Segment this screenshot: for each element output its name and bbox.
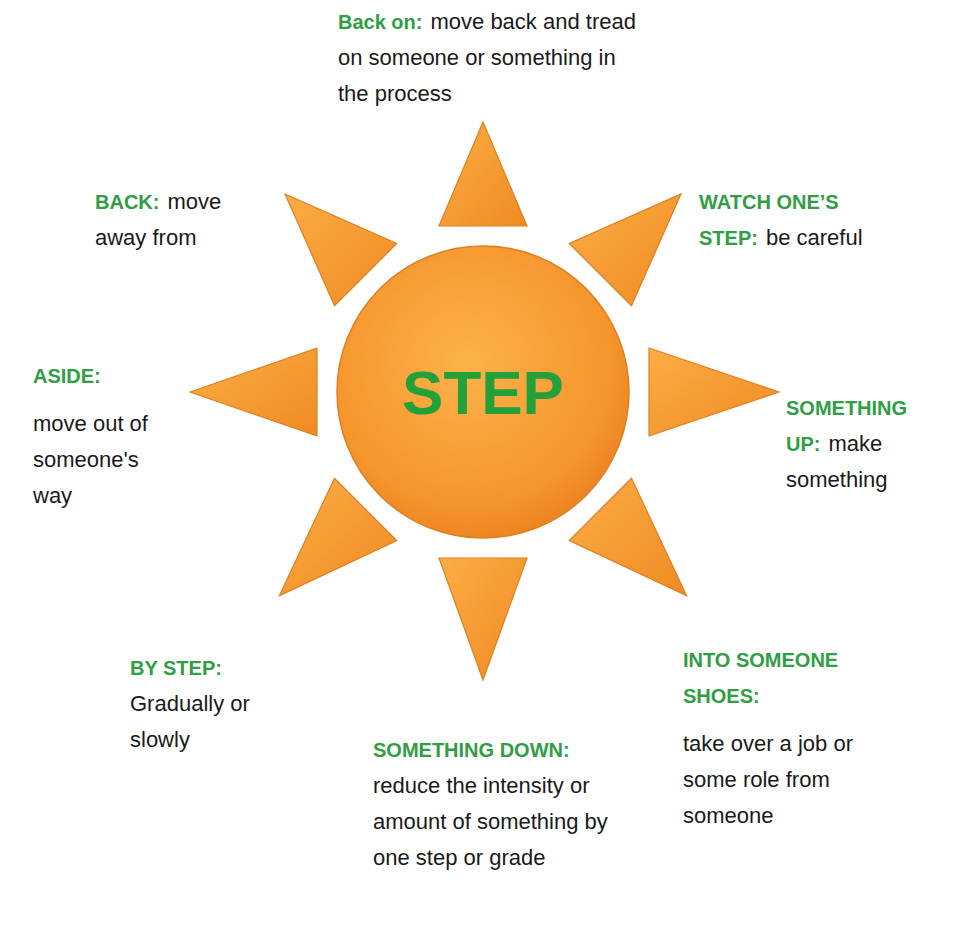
phrase-meaning: move out of someone's way (33, 406, 183, 514)
sun-ray (649, 348, 779, 436)
definition-group: ASIDE: move out of someone's way (33, 358, 183, 514)
center-word: STEP (335, 357, 631, 428)
phrase-meaning: be careful (766, 225, 863, 250)
definition-group: WATCH ONE’S STEP:be careful (699, 184, 899, 256)
sun-ray (279, 478, 396, 595)
definition-group: SOMETHING DOWN: reduce the intensity or a… (373, 732, 623, 876)
phrase-meaning: reduce the intensity or amount of someth… (373, 768, 623, 876)
phrase-term: SOMETHING DOWN: (373, 739, 570, 761)
sun-ray (569, 478, 686, 595)
ray-group (190, 122, 779, 680)
phrase-term: ASIDE: (33, 365, 101, 387)
definition-group: Back on:move back and tread on someone o… (338, 4, 648, 112)
phrase-term: BACK: (95, 191, 159, 213)
definition-group: BACK:move away from (95, 184, 263, 256)
sun-ray (439, 558, 527, 680)
sun-circle: STEP (335, 244, 631, 540)
phrase-meaning: take over a job or some role from someon… (683, 726, 883, 834)
definition-group: BY STEP: Gradually or slowly (130, 650, 290, 758)
phrase-term: INTO SOMEONE SHOES: (683, 649, 838, 707)
definition-group: INTO SOMEONE SHOES: take over a job or so… (683, 642, 883, 834)
sun-ray (439, 122, 527, 226)
phrase-term: Back on: (338, 11, 422, 33)
sun-ray (190, 348, 317, 436)
phrase-term: BY STEP: (130, 657, 222, 679)
definition-group: SOMETHING UP:make something (786, 390, 936, 498)
phrase-meaning: Gradually or slowly (130, 686, 290, 758)
